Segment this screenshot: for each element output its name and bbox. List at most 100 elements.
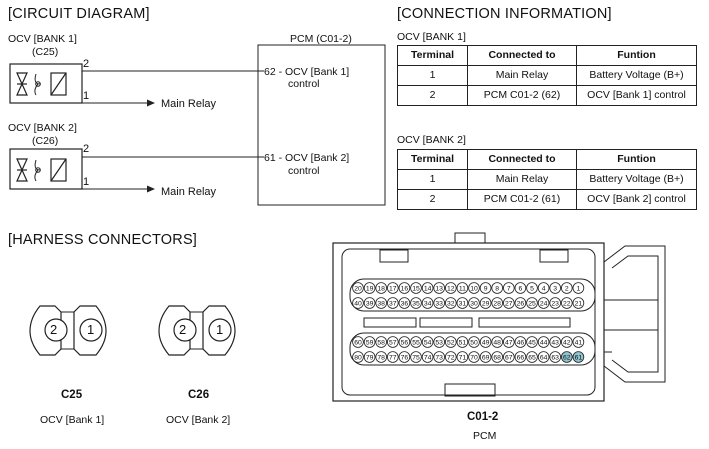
c01-2-pin-39 [363,297,376,309]
c01-2-pin-31 [456,297,469,309]
table-row: 2 PCM C01-2 (61) OCV [Bank 2] control [397,189,697,210]
c26-description: OCV [Bank 2] [166,414,231,426]
c26-pin-2: 2 [179,322,187,337]
ocv1-pin-2: 2 [83,58,90,70]
c01-2-pin-label: 32 [447,301,455,308]
c01-2-pin-label: 59 [366,340,374,347]
c01-2-pin-67 [502,351,515,363]
c01-2-code: C01-2 [467,411,499,423]
c01-2-pin-16 [398,282,411,294]
c01-2-pin-49 [479,336,492,348]
c01-2-pin-27 [502,297,515,309]
c25-code: C25 [61,389,83,401]
c01-2-pin-35 [410,297,422,309]
table-header-row: Terminal Connected to Funtion [397,45,697,66]
c01-2-pin-45 [526,336,538,348]
c01-2-pin-44 [537,336,550,348]
table-header-row: Terminal Connected to Funtion [397,149,697,170]
c01-2-pin-label: 2 [565,286,569,293]
c01-2-pin-11 [456,282,469,294]
c01-2-pin-48 [491,336,504,348]
c01-2-pin-label: 7 [507,286,511,293]
c01-2-pin-62 [560,351,573,363]
c01-2-pin-10 [468,282,480,294]
c01-2-pin-66 [514,351,527,363]
c01-2-pin-label: 55 [412,340,420,347]
header-connected-to: Connected to [467,45,577,66]
c01-2-pin-17 [386,282,399,294]
c01-2-pin-label: 28 [493,301,501,308]
c01-2-pin-57 [386,336,399,348]
c01-2-pin-15 [410,282,422,294]
c01-2-pin-label: 67 [505,355,513,362]
c01-2-pin-label: 12 [447,286,455,293]
c01-2-pin-label: 43 [551,340,559,347]
c01-2-pin-51 [456,336,469,348]
table-cell: OCV [Bank 2] control [576,189,697,210]
c01-2-pin-73 [433,351,446,363]
c01-2-pin-37 [386,297,399,309]
c01-2-pin-54 [421,336,434,348]
c01-2-pin-76 [398,351,411,363]
c01-2-pin-28 [491,297,504,309]
c01-2-pin-1 [572,282,585,294]
c01-2-pin-56 [398,336,411,348]
c01-2-pin-label: 80 [354,355,362,362]
c01-2-pin-label: 30 [470,301,478,308]
ocv2-name: OCV [BANK 2] [8,122,77,134]
table-cell: 2 [397,85,468,106]
ocv1-valve-symbol [9,63,83,104]
c01-2-pin-26 [514,297,527,309]
c01-2-pin-label: 24 [540,301,548,308]
c01-2-pin-label: 20 [354,286,362,293]
table-cell: 1 [397,169,468,190]
c01-2-pin-label: 22 [563,301,571,308]
c01-2-pin-80 [352,351,364,363]
c01-2-pin-label: 49 [482,340,490,347]
c01-2-pin-72 [444,351,457,363]
c01-2-pin-36 [398,297,411,309]
c01-2-pin-9 [479,282,492,294]
c01-2-pin-label: 76 [401,355,409,362]
c01-2-pin-59 [363,336,376,348]
header-function: Funtion [576,45,697,66]
bank2-connection-table: Terminal Connected to Funtion 1 Main Rel… [397,149,697,210]
c01-2-pin-label: 27 [505,301,513,308]
bank1-connection-table: Terminal Connected to Funtion 1 Main Rel… [397,45,697,106]
c01-2-pin-label: 74 [424,355,432,362]
c01-2-pin-label: 62 [563,355,571,362]
c01-2-pin-20 [352,282,364,294]
c01-2-pin-label: 48 [493,340,501,347]
c01-2-pin-6 [514,282,527,294]
c01-2-pin-label: 79 [366,355,374,362]
c01-2-pin-label: 23 [551,301,559,308]
table-cell: OCV [Bank 1] control [576,85,697,106]
c01-2-pin-label: 54 [424,340,432,347]
c25-pin-2: 2 [50,322,58,337]
c01-2-pin-label: 25 [528,301,536,308]
connection-info-title: [CONNECTION INFORMATION] [397,6,612,22]
c01-2-pin-label: 8 [495,286,499,293]
c01-2-pin-label: 21 [575,301,583,308]
c01-2-pin-label: 11 [459,286,466,293]
ocv2-valve-symbol [9,148,83,190]
c01-2-pin-label: 58 [377,340,385,347]
c01-2-pin-label: 72 [447,355,455,362]
c26-code: C26 [188,389,210,401]
c01-2-pin-65 [526,351,538,363]
c01-2-pin-18 [375,282,388,294]
c01-2-pin-46 [514,336,527,348]
c01-2-pin-53 [433,336,446,348]
c01-2-pin-label: 78 [377,355,385,362]
c01-2-pin-13 [433,282,446,294]
c01-2-pin-label: 26 [517,301,525,308]
c01-2-pin-label: 63 [551,355,559,362]
c01-2-pin-label: 71 [459,355,467,362]
c01-2-pin-label: 35 [412,301,420,308]
table-cell: 1 [397,65,468,86]
ocv2-code: (C26) [32,135,59,147]
c01-2-pin-label: 47 [505,340,513,347]
pcm-pin-61-label: 61 - OCV [Bank 2] [264,152,350,164]
c01-2-pin-label: 40 [354,301,362,308]
bank2-table-label: OCV [BANK 2] [397,134,466,146]
